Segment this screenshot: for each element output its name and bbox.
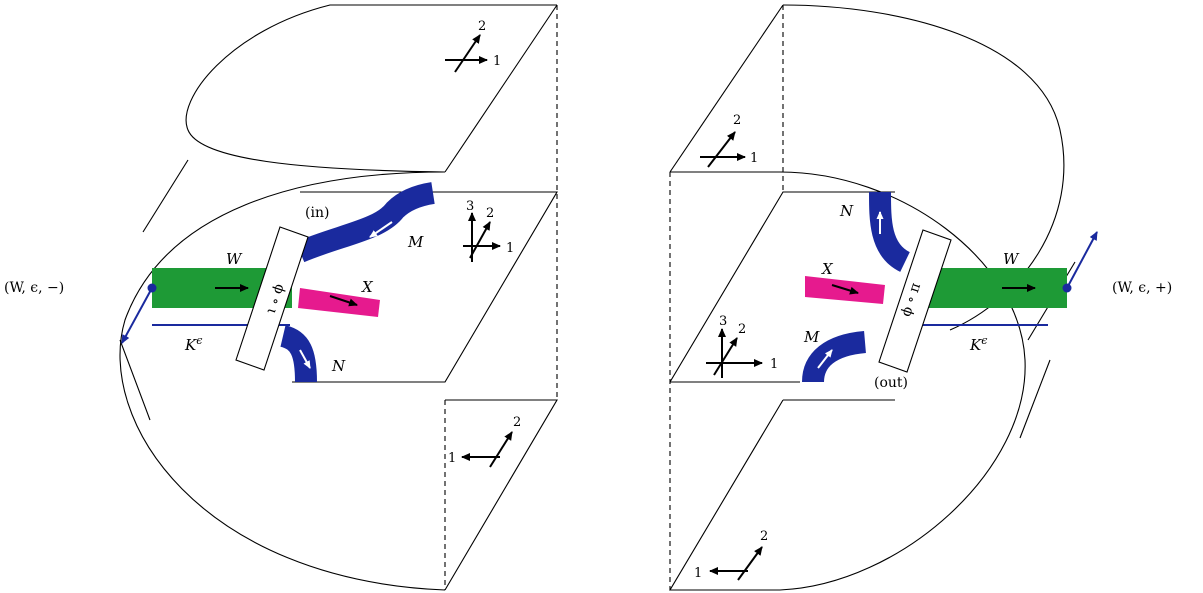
left-tuple-label: (W, ϵ, −) — [4, 280, 64, 296]
left-X-arrow — [329, 295, 358, 307]
left-W-label: W — [226, 250, 243, 268]
right-axes-mid: 1 2 3 — [706, 314, 778, 378]
right-M-band — [802, 331, 867, 383]
left-M-label: M — [407, 233, 424, 251]
right-M-arrow — [817, 349, 833, 369]
right-map-slot — [878, 229, 952, 373]
right-X-arrow — [831, 284, 859, 295]
left-N-arrow — [299, 349, 311, 369]
left-axes-top: 1 2 — [445, 19, 501, 73]
right-W-label: W — [1003, 250, 1020, 268]
right-K-label: Kϵ — [969, 334, 987, 354]
right-W-dot — [1062, 283, 1072, 293]
svg-text:1: 1 — [448, 451, 456, 466]
left-bot-plane — [444, 399, 558, 591]
left-M-band — [295, 182, 435, 263]
left-mid-plane — [292, 191, 558, 383]
left-K-label: Kϵ — [184, 334, 202, 354]
left-axes-bot: 1 2 — [448, 415, 521, 468]
right-bot-plane — [669, 399, 895, 591]
left-K-normal — [121, 287, 153, 344]
left-N-label: N — [331, 357, 346, 375]
right-N-band — [869, 191, 911, 272]
left-map-slot — [235, 226, 309, 371]
right-W-band — [915, 268, 1067, 308]
svg-text:1: 1 — [506, 241, 514, 256]
left-W-dot — [147, 283, 157, 293]
right-N-label: N — [839, 202, 854, 220]
svg-text:2: 2 — [478, 19, 486, 34]
svg-text:2: 2 — [513, 415, 521, 430]
svg-text:2: 2 — [760, 529, 768, 544]
right-out-label: (out) — [874, 375, 908, 391]
svg-text:2: 2 — [738, 322, 746, 337]
right-M-label: M — [803, 328, 820, 346]
left-in-label: (in) — [305, 205, 329, 221]
right-top-plane — [669, 4, 784, 173]
right-mid-plane — [669, 191, 895, 383]
svg-text:2: 2 — [733, 113, 741, 128]
left-tangent-upper — [142, 159, 189, 233]
left-front-arc — [119, 171, 446, 591]
right-K-normal — [1066, 231, 1098, 289]
right-tangent-lower — [1019, 359, 1051, 439]
svg-text:1: 1 — [694, 566, 702, 581]
right-front-arc — [779, 171, 1026, 591]
right-X-label: X — [821, 260, 834, 278]
svg-text:1: 1 — [750, 151, 758, 166]
left-back-arc — [185, 4, 557, 173]
svg-text:1: 1 — [770, 357, 778, 372]
left-N-band — [279, 325, 317, 383]
right-axes-bot: 1 2 — [694, 529, 768, 581]
svg-text:3: 3 — [466, 199, 474, 214]
svg-text:3: 3 — [719, 314, 727, 329]
left-X-label: X — [361, 278, 374, 296]
right-tuple-label: (W, ϵ, +) — [1112, 280, 1172, 296]
right-diagram: W Kϵ X N M ϕ ∘ π (out) (W, ϵ, +) 1 2 — [669, 4, 1172, 591]
left-axes-mid: 1 2 3 — [463, 199, 514, 262]
left-tangent-lower — [119, 339, 151, 421]
left-top-plane — [444, 4, 558, 173]
svg-text:2: 2 — [486, 206, 494, 221]
left-diagram: W Kϵ X M N ϕ ∘ ι (in) (W, ϵ, −) 1 2 — [4, 4, 558, 591]
left-X-band — [298, 288, 380, 317]
left-M-arrow — [369, 221, 393, 238]
right-axes-top: 1 2 — [700, 113, 758, 168]
svg-text:1: 1 — [493, 54, 501, 69]
